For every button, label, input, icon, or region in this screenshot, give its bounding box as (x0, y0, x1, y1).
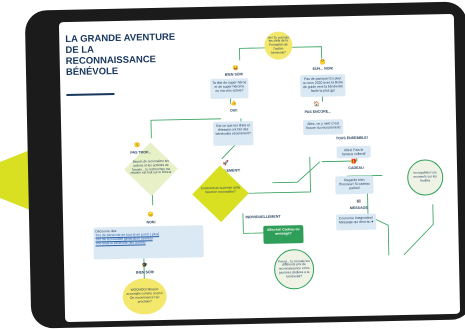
house-icon: 🏠 (313, 101, 320, 108)
label-gift: CADEAU (348, 165, 364, 171)
answer-no-mid: PAS ENCORE... (304, 109, 332, 115)
answer-no-low: NON! (146, 220, 156, 225)
allez-box: Allez, on y met! C'est l'heure du recrut… (303, 119, 344, 136)
mail-icon: ✉ (356, 198, 361, 205)
formation-box: Pas de panique! En peut ou mon 2020 avec… (300, 74, 346, 98)
message-box: Couronne Imagination! Message qui dent a… (335, 213, 377, 231)
together-box: Allez! Fais le fameux collectif (336, 145, 371, 159)
find-box: Découvre des: Trio de bénévole en tout e… (93, 225, 204, 260)
gift-icon: 🎁 (350, 158, 358, 166)
thinking-icon: 🤔 (319, 59, 326, 66)
neutral-icon: 😕 (134, 142, 141, 149)
infographic-screen: LA GRANDE AVENTURE DE LA RECONNAISSANCE … (58, 13, 461, 323)
answer-yes-top: BIEN SÛR! (224, 72, 244, 77)
question-superstar-box: Ta tête de super-héros et de super-héroï… (210, 78, 249, 100)
hand-icon: 👍 (230, 100, 237, 107)
flow-lines (143, 46, 434, 286)
rocket-icon: 🚀 (222, 160, 230, 167)
gift-box: Regarde bien l'honneur! Si cadeau parfai… (335, 175, 374, 195)
answer-no-top: EUH... NON! (312, 66, 334, 71)
no-icon: 😞 (147, 212, 155, 219)
answer-too-much: PAS TROP... (130, 150, 152, 155)
question-good-box: Est-ce que tes têtes et têtesses ont fai… (213, 121, 254, 146)
yellow-tab-decoration (0, 150, 30, 210)
individual-box: Allez-toi! Cadeau ou message? (263, 225, 304, 244)
question-diamond-text: Comment as-tu pensé qu'ils l'aient te re… (200, 185, 241, 194)
answer-yes-mid: OUI! (229, 108, 238, 113)
label-message: MESSAGE (349, 205, 368, 211)
start-text: Hé! Tu connais les clefs de la Formation… (267, 34, 289, 55)
grad-icon: 🎓 (141, 262, 149, 269)
answer-yes-low: BIEN SÛR! (135, 270, 155, 275)
scroll-text: Besoin de reconnaître tes actions et les… (130, 158, 172, 176)
smile-icon: 😀 (232, 65, 240, 72)
